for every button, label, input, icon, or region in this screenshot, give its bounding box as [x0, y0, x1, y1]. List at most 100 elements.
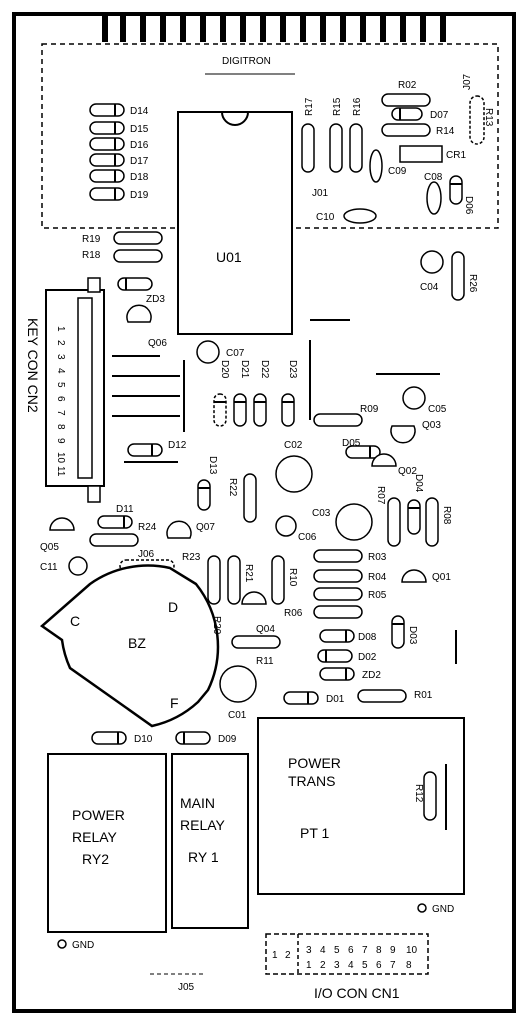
transistor-q01: Q01 — [401, 569, 451, 583]
trace-lines — [112, 319, 457, 664]
svg-text:8: 8 — [406, 960, 412, 971]
capacitor-c07: C07 — [196, 340, 245, 364]
resistor-r20: R20 — [207, 555, 222, 635]
power-trans-line1: POWER — [288, 755, 341, 771]
svg-text:2: 2 — [55, 340, 66, 346]
svg-text:D03: D03 — [407, 626, 418, 645]
diode-d16: D16 — [89, 137, 149, 151]
svg-text:D12: D12 — [168, 440, 187, 451]
resistor-r26: R26 — [451, 251, 478, 301]
resistor-r14: R14 — [381, 123, 455, 137]
svg-text:9: 9 — [55, 438, 66, 444]
svg-text:D10: D10 — [134, 734, 153, 745]
svg-text:C06: C06 — [298, 532, 317, 543]
resistor-r03: R03 — [313, 549, 387, 563]
svg-text:D20: D20 — [219, 360, 230, 379]
capacitor-c10: C10 — [316, 208, 377, 224]
key-pin-labels: 1 2 3 4 5 6 7 8 9 10 11 — [55, 326, 66, 477]
svg-text:D07: D07 — [430, 110, 449, 121]
svg-text:R06: R06 — [284, 608, 303, 619]
capacitor-c08: C08 — [424, 172, 443, 215]
svg-text:8: 8 — [376, 945, 382, 956]
resistor-r10: R10 — [271, 555, 298, 605]
bz-c-label: C — [70, 613, 80, 629]
svg-text:Q07: Q07 — [196, 522, 215, 533]
svg-text:3: 3 — [55, 354, 66, 360]
svg-text:D14: D14 — [130, 106, 149, 117]
diode-d03: D03 — [391, 615, 418, 649]
svg-text:C02: C02 — [284, 440, 303, 451]
power-transformer-pt1: POWER TRANS PT 1 — [257, 717, 465, 895]
svg-text:6: 6 — [376, 960, 382, 971]
transistor-q04: Q04 — [241, 591, 275, 635]
transistor-q02: Q02 — [371, 453, 417, 477]
svg-text:D04: D04 — [413, 474, 424, 493]
diode-d12: D12 — [127, 440, 187, 457]
svg-text:D16: D16 — [130, 140, 149, 151]
bz-f-label: F — [170, 695, 179, 711]
diode-d13: D13 — [197, 456, 218, 511]
diode-d09: D09 — [175, 731, 237, 745]
svg-text:5: 5 — [362, 960, 368, 971]
board-outline — [12, 12, 516, 1013]
svg-text:7: 7 — [362, 945, 368, 956]
resistor-r12: R12 — [413, 771, 437, 821]
resistor-r02: R02 — [381, 80, 431, 107]
svg-text:D06: D06 — [463, 196, 474, 215]
svg-text:4: 4 — [320, 945, 326, 956]
jumper-j07: J07 R13 — [462, 73, 494, 145]
diode-d14: D14 — [89, 103, 149, 117]
svg-text:R09: R09 — [360, 404, 379, 415]
svg-text:5: 5 — [55, 382, 66, 388]
diode-d05: D05 — [342, 438, 381, 459]
svg-text:R20: R20 — [211, 616, 222, 635]
power-relay-line3: RY2 — [82, 851, 109, 867]
pt1-label: PT 1 — [300, 825, 330, 841]
resistor-r19: R19 — [82, 231, 163, 245]
svg-text:7: 7 — [390, 960, 396, 971]
resistor-r22: R22 — [227, 473, 257, 523]
transistor-q03: Q03 — [390, 420, 441, 444]
svg-text:C11: C11 — [40, 562, 58, 573]
svg-text:D13: D13 — [207, 456, 218, 475]
gnd-left: GND — [57, 939, 94, 951]
gnd-right: GND — [417, 903, 454, 915]
svg-text:C01: C01 — [228, 710, 247, 721]
svg-text:2: 2 — [285, 950, 291, 961]
resistor-r18: R18 — [82, 249, 163, 263]
svg-text:D01: D01 — [326, 694, 345, 705]
svg-text:D02: D02 — [358, 652, 377, 663]
svg-text:D18: D18 — [130, 172, 149, 183]
diode-d07: D07 — [391, 107, 449, 121]
io-con-label: I/O CON CN1 — [314, 985, 400, 1001]
top-edge-connector — [102, 16, 446, 42]
j01-label: J01 — [312, 188, 329, 199]
svg-text:C03: C03 — [312, 508, 331, 519]
svg-text:4: 4 — [55, 368, 66, 374]
resistor-r06: R06 — [284, 605, 363, 619]
svg-text:D05: D05 — [342, 438, 361, 449]
svg-text:D22: D22 — [259, 360, 270, 379]
resistor-r16: R16 — [349, 97, 363, 173]
svg-text:R14: R14 — [436, 126, 455, 137]
svg-text:Q04: Q04 — [256, 624, 275, 635]
svg-text:R12: R12 — [413, 784, 424, 803]
svg-text:R04: R04 — [368, 572, 387, 583]
main-relay-line1: MAIN — [180, 795, 215, 811]
svg-text:8: 8 — [55, 424, 66, 430]
diode-d08: D08 — [319, 629, 377, 643]
svg-text:J05: J05 — [178, 982, 195, 993]
jumper-j05: J05 — [150, 973, 206, 993]
resistor-r15: R15 — [329, 97, 343, 173]
resistor-r11: R11 — [231, 635, 281, 667]
resistor-r17: R17 — [301, 97, 315, 173]
diode-d01: D01 — [283, 691, 345, 705]
svg-text:ZD2: ZD2 — [362, 670, 381, 681]
svg-text:D23: D23 — [287, 360, 298, 379]
svg-text:R24: R24 — [138, 522, 157, 533]
key-con-label: KEY CON CN2 — [25, 318, 41, 413]
transistor-q05: Q05 — [40, 517, 75, 553]
zener-zd3: ZD3 — [117, 277, 165, 305]
power-relay-line2: RELAY — [72, 829, 118, 845]
